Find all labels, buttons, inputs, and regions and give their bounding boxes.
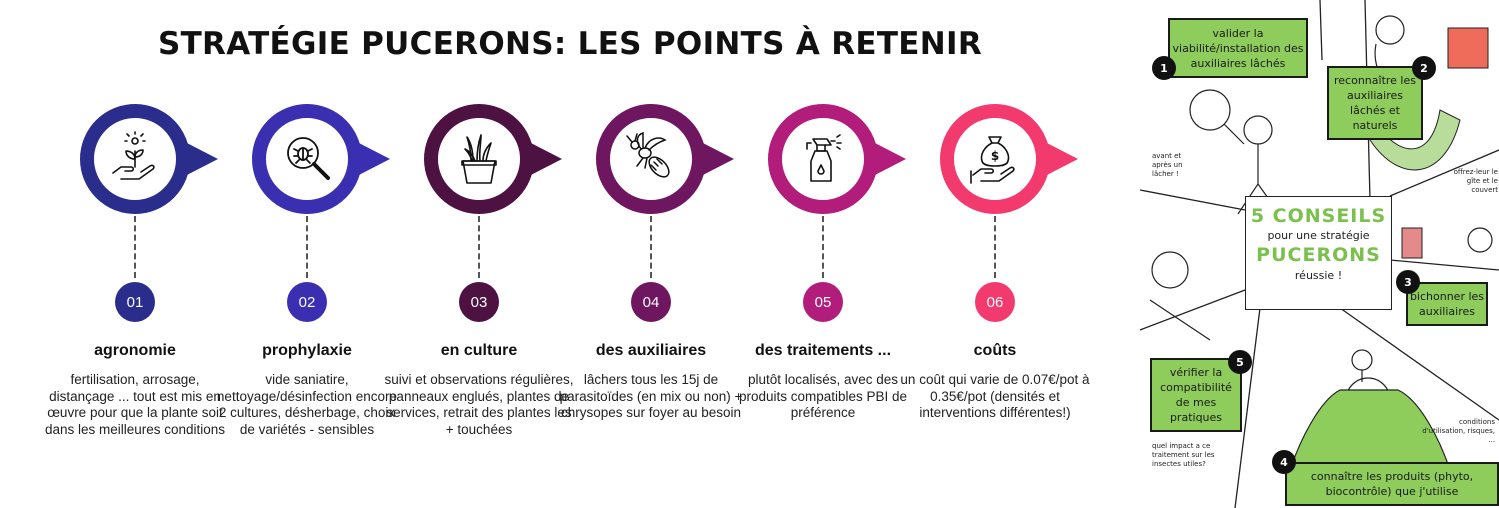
dashed-connector xyxy=(134,216,136,278)
poster-badge-3: 3 xyxy=(1396,270,1420,294)
poster-tip-2: reconnaître les auxiliaires lâchés et na… xyxy=(1327,66,1423,140)
step-number: 02 xyxy=(287,282,327,322)
step-number: 01 xyxy=(115,282,155,322)
step-ring xyxy=(424,104,562,214)
poster-tip-1: valider la viabilité/installation des au… xyxy=(1168,18,1308,78)
wasp-icon xyxy=(626,131,670,178)
step-heading: prophylaxie xyxy=(262,342,352,359)
poster-note-impact: quel impact a ce traitement sur les inse… xyxy=(1152,442,1215,468)
step-description: suivi et observations régulières, pannea… xyxy=(384,372,574,437)
poster-tip-3: bichonner les auxiliaires xyxy=(1406,282,1488,326)
dashed-connector xyxy=(994,216,996,278)
poster-tip-5: vérifier la compatibilité de mes pratiqu… xyxy=(1150,358,1242,432)
step-ring xyxy=(80,104,218,214)
step-heading: agronomie xyxy=(94,342,176,359)
step-description: lâchers tous les 15j de parasitoïdes (en… xyxy=(559,372,743,420)
spray-bottle-icon xyxy=(806,134,842,182)
hand-plant-icon xyxy=(112,131,155,180)
svg-text:$: $ xyxy=(991,149,999,163)
poster-center-line4: réussie ! xyxy=(1294,269,1343,282)
step-description: vide saniatire, nettoyage/désinfection e… xyxy=(216,372,398,437)
step-number: 06 xyxy=(975,282,1015,322)
poster-center-line3: PUCERONS xyxy=(1256,244,1381,266)
poster-tip-4: connaître les produits (phyto, biocontrô… xyxy=(1285,462,1499,506)
potted-plant-icon xyxy=(461,134,497,184)
dashed-connector xyxy=(822,216,824,278)
poster-note-gite: offrez-leur le gîte et le couvert xyxy=(1453,168,1498,194)
step-description: un coût qui varie de 0.07€/pot à 0.35€/p… xyxy=(900,372,1090,420)
poster-badge-4: 4 xyxy=(1272,450,1296,474)
poster-center-card: 5 CONSEILS pour une stratégie PUCERONS r… xyxy=(1245,196,1392,310)
step-description: plutôt localisés, avec des produits comp… xyxy=(738,372,908,420)
poster-divider-lines xyxy=(1140,0,1499,508)
poster-center-line1: 5 CONSEILS xyxy=(1250,205,1387,227)
poster-note-avant: avant et après un lâcher ! xyxy=(1152,152,1183,178)
poster-note-conditions: conditions d'utilisation, risques, ... xyxy=(1422,418,1495,444)
dashed-connector xyxy=(306,216,308,278)
magnifier-bug-icon xyxy=(287,137,330,180)
step-description: fertilisation, arrosage, distançage ... … xyxy=(44,372,226,437)
step-ring xyxy=(768,104,906,214)
step-ring xyxy=(940,104,1078,214)
step-ring xyxy=(252,104,390,214)
dashed-connector xyxy=(650,216,652,278)
poster-badge-1: 1 xyxy=(1152,56,1176,80)
poster-badge-5: 5 xyxy=(1228,350,1252,374)
step-heading: coûts xyxy=(973,342,1017,359)
poster-5-conseils: valider la viabilité/installation des au… xyxy=(1140,0,1499,508)
step-heading: des traitements ... xyxy=(754,342,892,359)
step-number: 04 xyxy=(631,282,671,322)
dashed-connector xyxy=(478,216,480,278)
step-number: 05 xyxy=(803,282,843,322)
step-heading: des auxiliaires xyxy=(595,342,707,359)
money-bag-hand-icon: $ xyxy=(970,136,1015,184)
page-title: STRATÉGIE PUCERONS: LES POINTS À RETENIR xyxy=(157,26,983,62)
step-number: 03 xyxy=(459,282,499,322)
step-heading: en culture xyxy=(440,342,518,359)
poster-center-line2: pour une stratégie xyxy=(1267,229,1370,242)
step-ring xyxy=(596,104,734,214)
poster-badge-2: 2 xyxy=(1412,56,1436,80)
